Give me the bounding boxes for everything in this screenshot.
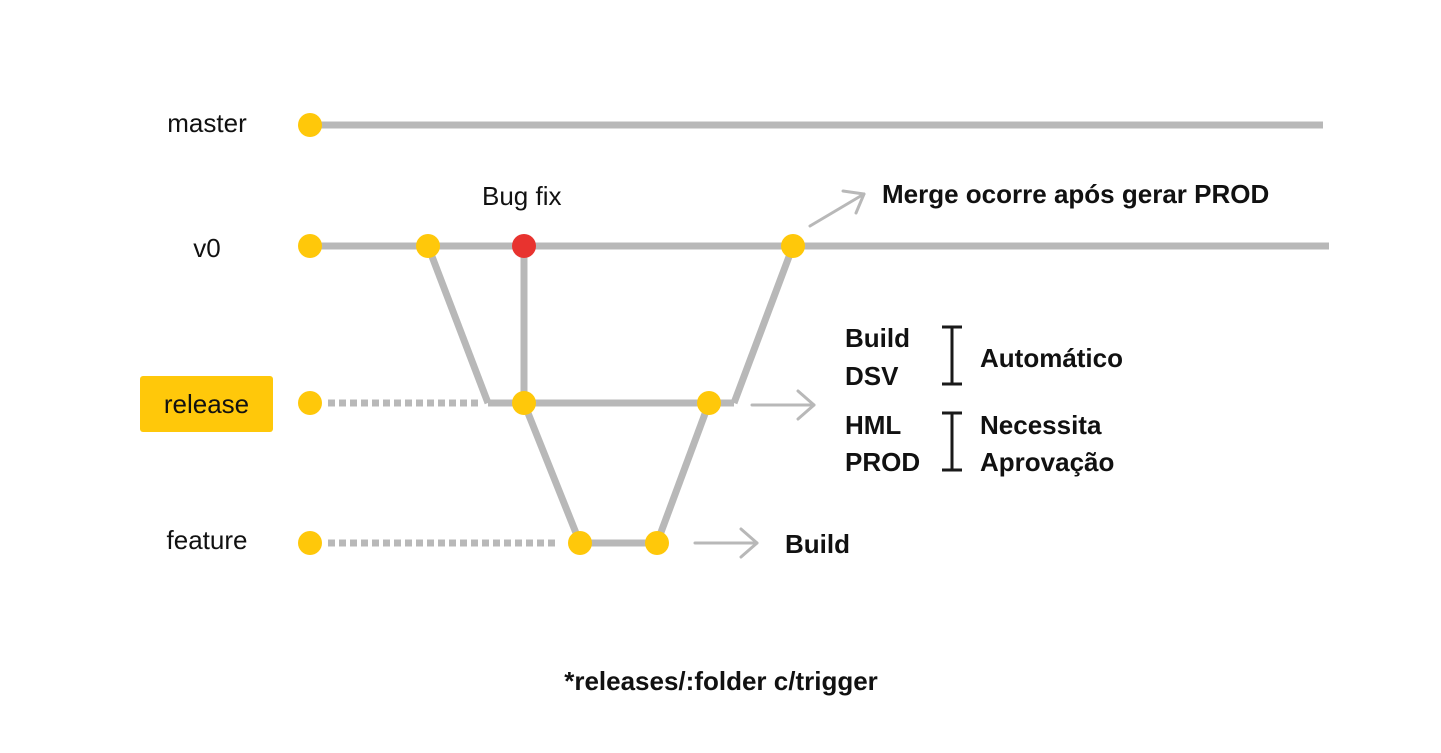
feature-last-commit	[645, 531, 669, 555]
master-start-commit	[298, 113, 322, 137]
step-dsv: DSV	[845, 361, 899, 391]
release-merge-commit	[697, 391, 721, 415]
merge-note-label: Merge ocorre após gerar PROD	[882, 179, 1270, 209]
branch-label-v0: v0	[193, 233, 221, 263]
automatic-bracket	[942, 325, 962, 386]
approval-label-line2: Aprovação	[980, 447, 1115, 477]
feature-to-release-connector	[653, 401, 713, 545]
merge-note-arrow	[808, 189, 866, 228]
feature-first-commit	[568, 531, 592, 555]
branch-label-feature: feature	[166, 525, 248, 555]
branch-label-release-highlight: release	[140, 376, 273, 432]
feature-build-label: Build	[785, 529, 850, 559]
v0-merge-commit	[781, 234, 805, 258]
release-bugfix-commit	[512, 391, 536, 415]
step-prod: PROD	[845, 447, 921, 477]
automatic-label: Automático	[980, 343, 1123, 373]
feature-start-commit	[298, 531, 322, 555]
bugfix-commit	[512, 234, 536, 258]
release-to-feature-connector	[520, 401, 584, 545]
branch-label-release: release	[163, 388, 250, 419]
step-hml: HML	[845, 410, 902, 440]
approval-label-line1: Necessita	[980, 410, 1102, 440]
release-start-commit	[298, 391, 322, 415]
bug-fix-label: Bug fix	[482, 181, 562, 211]
release-to-v0-merge-connector	[730, 244, 797, 405]
v0-branch-point-commit	[416, 234, 440, 258]
feature-build-arrow	[693, 527, 759, 559]
step-build: Build	[845, 323, 910, 353]
branch-label-master: master	[167, 108, 247, 138]
v0-start-commit	[298, 234, 322, 258]
release-steps-arrow	[750, 389, 816, 421]
v0-to-release-connector	[424, 244, 492, 405]
approval-bracket	[942, 411, 962, 472]
footnote: *releases/:folder c/trigger	[564, 666, 878, 696]
